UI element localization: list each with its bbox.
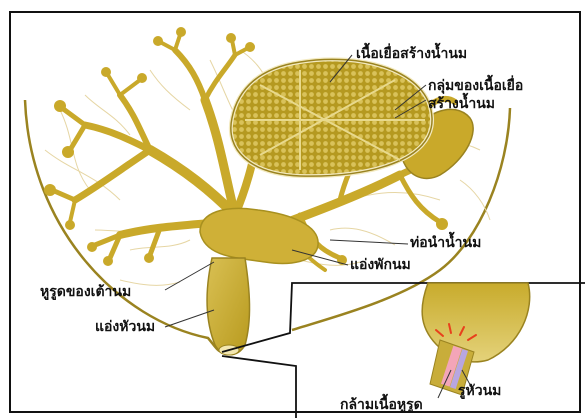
- label-nipple-sinus: แอ่งหัวนม: [95, 320, 155, 334]
- lobule-cross-section: [231, 59, 432, 176]
- inset-connector-top: [222, 283, 585, 352]
- label-nipple-muscle: กล้ามเนื้อหูรูด: [340, 398, 423, 412]
- label-milk-duct: ท่อนำน้ำนม: [410, 236, 481, 250]
- label-areola: หูรูดของเต้านม: [40, 285, 131, 299]
- label-glandular-tissue: เนื้อเยื่อสร้างน้ำนม: [356, 47, 467, 61]
- label-milk-sinus: แอ่งพักนม: [350, 258, 411, 272]
- inset-connector-bottom: [222, 356, 296, 418]
- label-lobule-line2: สร้างน้ำนม: [428, 97, 495, 111]
- inset-nipple-magnified: [422, 283, 530, 395]
- label-nipple-pore: รูหัวนม: [458, 384, 501, 398]
- label-lobule-line1: กลุ่มของเนื้อเยื่อ: [428, 79, 523, 93]
- nipple: [207, 258, 249, 355]
